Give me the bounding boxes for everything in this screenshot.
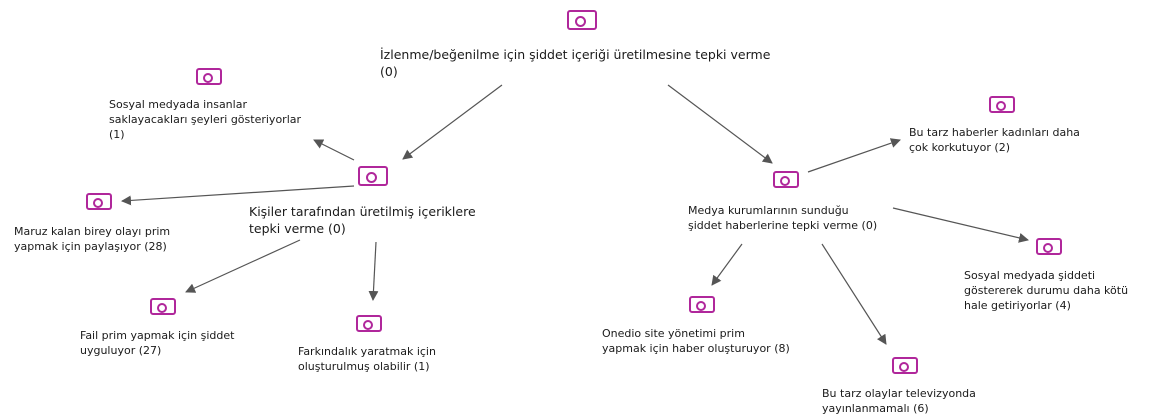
- edge-kisiler-maruz: [121, 185, 355, 206]
- code-tag-icon: [773, 171, 799, 188]
- node-butarz2-label: Bu tarz olaylar televizyonda yayınlanmam…: [822, 387, 976, 415]
- edge-medya-onedio: [711, 243, 743, 286]
- node-farkindalik-label: Farkındalık yaratmak için oluşturulmuş o…: [298, 345, 436, 373]
- code-tag-icon: [989, 96, 1015, 113]
- node-root-label: İzlenme/beğenilme için şiddet içeriği ür…: [380, 47, 771, 79]
- node-onedio-label: Onedio site yönetimi prim yapmak için ha…: [602, 327, 790, 355]
- edge-medya-butarz2: [821, 243, 887, 345]
- code-tag-icon: [689, 296, 715, 313]
- edge-medya-butarz1: [807, 138, 901, 173]
- edge-root-medya: [667, 84, 773, 164]
- code-tag-icon: [892, 357, 918, 374]
- code-tag-icon: [567, 10, 597, 30]
- node-sosyal1-label: Sosyal medyada insanlar saklayacakları ş…: [109, 98, 302, 141]
- code-tag-icon: [150, 298, 176, 315]
- node-butarz1-label: Bu tarz haberler kadınları daha çok kork…: [909, 126, 1080, 154]
- code-tag-icon: [358, 166, 388, 186]
- edge-root-kisiler: [402, 84, 503, 160]
- node-sosyal2-label: Sosyal medyada şiddeti göstererek durumu…: [964, 269, 1129, 312]
- edge-kisiler-sosyal1: [313, 139, 355, 161]
- code-tag-icon: [1036, 238, 1062, 255]
- code-tag-icon: [356, 315, 382, 332]
- code-tag-icon: [196, 68, 222, 85]
- node-maruz-label: Maruz kalan birey olayı prim yapmak için…: [14, 225, 171, 253]
- edge-medya-sosyal2: [892, 207, 1029, 243]
- node-fail-label: Fail prim yapmak için şiddet uyguluyor (…: [80, 329, 235, 357]
- node-kisiler-label: Kişiler tarafından üretilmiş içeriklere …: [249, 204, 476, 236]
- code-tag-icon: [86, 193, 112, 210]
- edge-kisiler-farkindalik: [368, 241, 379, 301]
- edge-kisiler-fail: [185, 239, 301, 293]
- node-medya-label: Medya kurumlarının sunduğu şiddet haberl…: [688, 204, 878, 232]
